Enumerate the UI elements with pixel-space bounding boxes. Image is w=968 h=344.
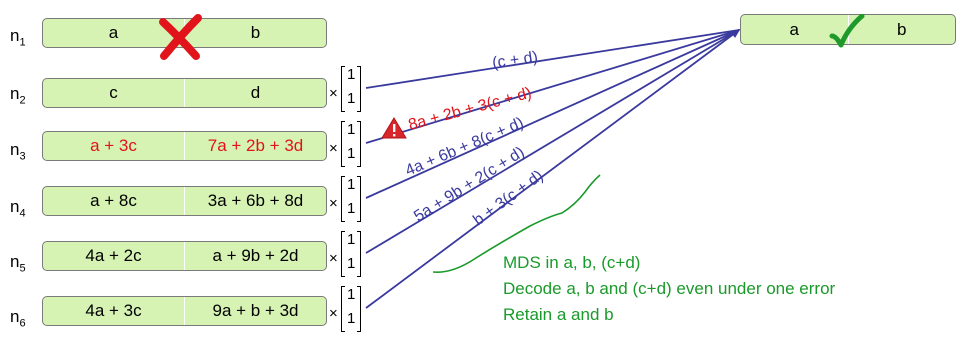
node-6-right-cell: 9a + b + 3d	[212, 301, 299, 320]
node-label: n5	[10, 252, 26, 274]
vector-bracket-right	[357, 66, 361, 112]
node-5-box: 4a + 2c a + 9b + 2d	[42, 241, 327, 271]
node-index: 6	[19, 317, 26, 330]
warning-triangle-icon	[381, 117, 407, 139]
times-symbol: ×	[329, 195, 338, 212]
ones-vector: 1 1	[341, 66, 361, 112]
vector-bottom: 1	[347, 90, 356, 107]
edge-label-1: (c + d)	[491, 49, 539, 72]
node-2-right-cell: d	[250, 83, 261, 102]
vector-bracket-left	[341, 286, 345, 332]
green-check-icon	[829, 14, 865, 48]
times-symbol: ×	[329, 250, 338, 267]
vector-bracket-left	[341, 231, 345, 277]
target-box: a b	[740, 14, 956, 45]
edge-from-n3	[365, 29, 740, 144]
edge-from-n6	[365, 28, 741, 309]
node-4-left-cell: a + 8c	[43, 187, 185, 215]
node-2-left-cell: c	[43, 79, 185, 107]
node-6-left-cell: 4a + 3c	[43, 297, 185, 325]
node-label: n2	[10, 84, 26, 106]
vector-top: 1	[347, 176, 356, 193]
node-5-right-cell: a + 9b + 2d	[212, 246, 299, 265]
node-letter: n	[10, 252, 20, 271]
node-letter: n	[10, 140, 20, 159]
node-letter: n	[10, 307, 20, 326]
vector-bracket-left	[341, 66, 345, 112]
node-3-box: a + 3c 7a + 2b + 3d	[42, 131, 327, 161]
vector-bracket-right	[357, 121, 361, 167]
times-symbol: ×	[329, 85, 338, 102]
vector-bottom: 1	[347, 145, 356, 162]
node-3-left-cell: a + 3c	[43, 132, 185, 160]
node-label: n4	[10, 197, 26, 219]
node-5-left-cell: 4a + 2c	[43, 242, 185, 270]
note-line-2: Decode a, b and (c+d) even under one err…	[503, 279, 836, 298]
vector-bottom: 1	[347, 310, 356, 327]
vector-bracket-right	[357, 176, 361, 222]
vector-top: 1	[347, 121, 356, 138]
vector-bracket-right	[357, 231, 361, 277]
vector-top: 1	[347, 66, 356, 83]
node-index: 3	[19, 150, 26, 163]
edge-from-n5	[365, 29, 740, 254]
node-4-box: a + 8c 3a + 6b + 8d	[42, 186, 327, 216]
vector-bracket-left	[341, 176, 345, 222]
node-index: 1	[19, 36, 26, 49]
edge-from-n2	[365, 29, 740, 89]
times-symbol: ×	[329, 305, 338, 322]
vector-top: 1	[347, 286, 356, 303]
node-6-box: 4a + 3c 9a + b + 3d	[42, 296, 327, 326]
node-letter: n	[10, 26, 20, 45]
ones-vector: 1 1	[341, 231, 361, 277]
node-4-right-cell: 3a + 6b + 8d	[207, 191, 304, 210]
node-index: 2	[19, 94, 26, 107]
node-letter: n	[10, 197, 20, 216]
ones-vector: 1 1	[341, 176, 361, 222]
times-symbol: ×	[329, 140, 338, 157]
vector-bottom: 1	[347, 200, 356, 217]
edge-from-n4	[365, 29, 740, 199]
node-3-right-cell: 7a + 2b + 3d	[207, 136, 304, 155]
vector-bracket-right	[357, 286, 361, 332]
target-right-cell: b	[897, 19, 907, 39]
note-line-3: Retain a and b	[503, 305, 614, 324]
node-label: n1	[10, 26, 26, 48]
node-2-box: c d	[42, 78, 327, 108]
vector-bracket-left	[341, 121, 345, 167]
node-1-right-cell: b	[250, 23, 261, 42]
note-line-1: MDS in a, b, (c+d)	[503, 253, 641, 272]
red-x-icon	[159, 14, 202, 60]
ones-vector: 1 1	[341, 286, 361, 332]
node-index: 5	[19, 262, 26, 275]
node-letter: n	[10, 84, 20, 103]
green-brace	[432, 174, 601, 274]
node-index: 4	[19, 207, 26, 220]
ones-vector: 1 1	[341, 121, 361, 167]
node-label: n6	[10, 307, 26, 329]
node-label: n3	[10, 140, 26, 162]
vector-top: 1	[347, 231, 356, 248]
vector-bottom: 1	[347, 255, 356, 272]
